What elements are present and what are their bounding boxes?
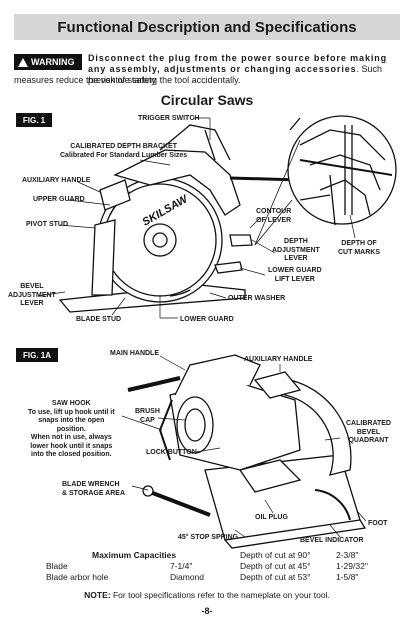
label-bevel-lever-line3: LEVER (20, 300, 44, 307)
depth-90-value: 2-3/8" (336, 550, 359, 560)
label-outer-washer: OUTER WASHER (228, 295, 286, 302)
depth-zoom-inset (287, 115, 397, 226)
label-depth-cut-line1: DEPTH OF (341, 240, 377, 247)
capacities-heading: Maximum Capacities (92, 550, 177, 560)
label-brush-cap-line2: CAP (140, 416, 155, 424)
fig1a-leader-lines (121, 355, 367, 538)
label-saw-hook-line6: lower hook until it snaps (30, 442, 113, 450)
label-contour-line2: OF LEVER (256, 216, 292, 224)
label-brush-cap-line1: BRUSH (135, 408, 160, 415)
capacity-arbor-name: Blade arbor hole (46, 572, 109, 582)
label-calibrated-line3: QUADRANT (348, 437, 389, 444)
label-saw-hook: SAW HOOK To use, lift up hook until it s… (28, 400, 115, 460)
label-depth-of-cut-marks: DEPTH OF CUT MARKS (338, 240, 380, 257)
page-number: -8- (201, 606, 213, 616)
label-blade-wrench-line2: & STORAGE AREA (62, 489, 126, 497)
label-depth-bracket-line2: Calibrated For Standard Lumber Sizes (60, 151, 188, 159)
label-auxiliary-handle-1a: AUXILIARY HANDLE (244, 356, 313, 363)
warning-badge-label: WARNING (31, 57, 75, 67)
label-bevel-lever-line2: ADJUSTMENT (8, 291, 56, 299)
label-45-stop-spring: 45° STOP SPRING (178, 534, 239, 541)
warning-bold-text: Disconnect the plug from the power sourc… (88, 53, 388, 74)
capacity-arbor-value: Diamond (170, 572, 205, 582)
label-lower-guard-lift-lever: LOWER GUARD LIFT LEVER (268, 267, 322, 284)
label-depth-lever-line3: LEVER (284, 255, 308, 262)
note-label: NOTE: (84, 590, 111, 600)
label-contour-line1: CONTOUR (256, 208, 292, 215)
label-saw-hook-line3: snaps into the open (38, 417, 105, 424)
label-calibrated-line1: CALIBRATED (346, 420, 391, 427)
label-depth-adjustment-lever: DEPTH ADJUSTMENT LEVER (272, 238, 320, 264)
warning-badge: WARNING (14, 54, 82, 70)
note: NOTE: For tool specifications refer to t… (0, 590, 414, 600)
label-blade-stud: BLADE STUD (76, 316, 122, 323)
label-saw-hook-line5: When not in use, always (30, 434, 112, 441)
label-depth-bracket: CALIBRATED DEPTH BRACKET Calibrated For … (60, 143, 187, 160)
depth-45-value: 1-29/32" (336, 561, 368, 571)
fig1a-saw-drawing (127, 354, 367, 549)
label-brush-cap: BRUSH CAP (135, 408, 160, 425)
label-blade-wrench-line1: BLADE WRENCH (62, 481, 120, 488)
label-lift-lever-line2: LIFT LEVER (274, 275, 315, 283)
note-text: For tool specifications refer to the nam… (110, 590, 330, 600)
fig1-saw-drawing (58, 124, 361, 313)
fig1a-badge: FIG. 1A (16, 348, 58, 362)
section-title: Circular Saws (160, 92, 254, 108)
label-trigger-switch: TRIGGER SWITCH (138, 115, 200, 122)
label-oil-plug: OIL PLUG (255, 514, 288, 521)
label-contour-of-lever: CONTOUR OF LEVER (256, 208, 291, 225)
label-depth-lever-line2: ADJUSTMENT (272, 246, 320, 254)
label-saw-hook-line4: position. (56, 425, 86, 433)
label-calibrated-bevel-quadrant: CALIBRATED BEVEL QUADRANT (346, 420, 391, 446)
warning-normal-text: . Such preventive safety (88, 64, 383, 85)
label-main-handle: MAIN HANDLE (110, 350, 159, 357)
label-bevel-lever: BEVEL ADJUSTMENT LEVER (8, 283, 56, 309)
warning-triangle-icon (18, 57, 28, 67)
label-lift-lever-line1: LOWER GUARD (268, 267, 322, 274)
label-saw-hook-line2: To use, lift up hook until it (28, 408, 115, 416)
fig1-leader-lines (37, 117, 356, 319)
label-foot: FOOT (368, 520, 388, 527)
label-lower-guard: LOWER GUARD (180, 316, 234, 323)
label-auxiliary-handle: AUXILIARY HANDLE (22, 177, 91, 184)
fig1-badge: FIG. 1 (16, 113, 52, 127)
label-lock-button: LOCK BUTTON (146, 449, 197, 456)
depth-53-label: Depth of cut at 53° (240, 572, 311, 582)
label-saw-hook-title: SAW HOOK (51, 400, 91, 407)
depth-53-value: 1-5/8" (336, 572, 359, 582)
page-title: Functional Description and Specification… (14, 14, 400, 40)
warning-continuation: measures reduce the risk of starting the… (14, 75, 241, 85)
warning-text: Disconnect the plug from the power sourc… (88, 53, 400, 86)
label-depth-cut-line2: CUT MARKS (338, 248, 380, 256)
label-bevel-indicator: BEVEL INDICATOR (300, 537, 364, 544)
label-depth-lever-line1: DEPTH (284, 238, 308, 245)
label-pivot-stud: PIVOT STUD (26, 221, 69, 228)
zoom-connector-lines (254, 139, 301, 246)
label-bevel-lever-line1: BEVEL (20, 283, 44, 290)
depth-45-label: Depth of cut at 45° (240, 561, 311, 571)
label-depth-bracket-line1: CALIBRATED DEPTH BRACKET (70, 143, 177, 150)
label-upper-guard: UPPER GUARD (33, 196, 85, 203)
label-blade-wrench: BLADE WRENCH & STORAGE AREA (62, 481, 125, 498)
capacity-blade-name: Blade (46, 561, 68, 571)
depth-90-label: Depth of cut at 90° (240, 550, 311, 560)
label-saw-hook-line7: into the closed position. (31, 451, 112, 458)
label-calibrated-line2: BEVEL (356, 428, 381, 436)
capacity-blade-value: 7-1/4" (170, 561, 193, 571)
